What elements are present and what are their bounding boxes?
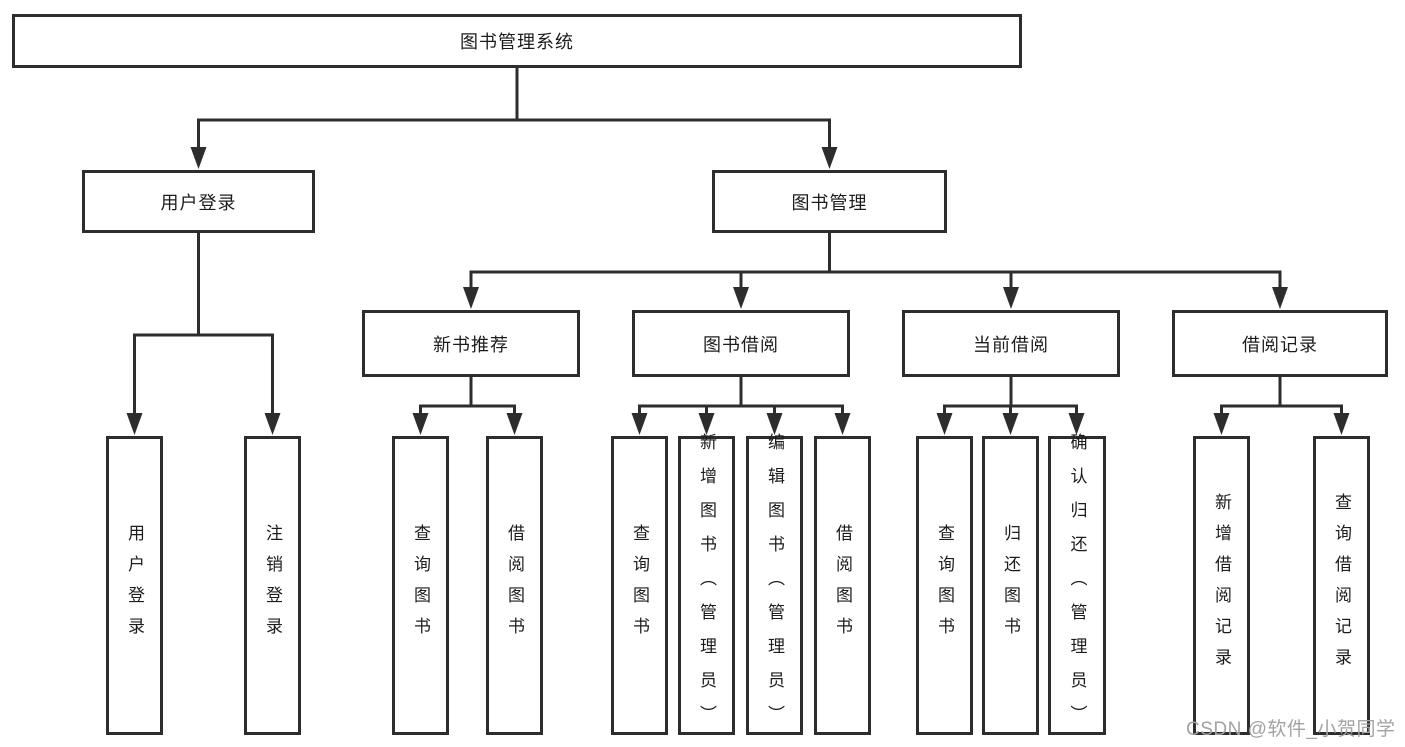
leaf-query-books-2-label: 查询图书 [630, 523, 649, 648]
leaf-add-books-admin-label: 新增图书（管理员） [697, 432, 716, 739]
node-root-label: 图书管理系统 [460, 32, 574, 52]
leaf-user-login-label: 用户登录 [125, 523, 144, 648]
leaf-borrow-books-1-label: 借阅图书 [505, 523, 524, 648]
node-new-book-recommend-label: 新书推荐 [433, 334, 509, 355]
leaf-query-books-2: 查询图书 [611, 436, 668, 735]
node-book-management: 图书管理 [712, 170, 947, 233]
leaf-query-books-1: 查询图书 [392, 436, 449, 735]
node-current-borrow: 当前借阅 [902, 310, 1120, 377]
node-user-login: 用户登录 [82, 170, 315, 233]
arrowhead-group [126, 147, 1350, 435]
leaf-edit-books-admin: 编辑图书（管理员） [746, 433, 803, 739]
leaf-add-borrow-record: 新增借阅记录 [1193, 436, 1250, 735]
leaf-user-login: 用户登录 [106, 436, 163, 735]
node-book-management-label: 图书管理 [791, 192, 868, 213]
node-book-borrow: 图书借阅 [632, 310, 850, 377]
node-root-library-system: 图书管理系统 [12, 14, 1022, 68]
leaf-add-books-admin: 新增图书（管理员） [678, 433, 735, 739]
leaf-borrow-books-2: 借阅图书 [814, 436, 871, 735]
leaf-borrow-books-2-label: 借阅图书 [833, 523, 852, 648]
node-current-borrow-label: 当前借阅 [973, 334, 1049, 355]
leaf-query-borrow-record-label: 查询借阅记录 [1332, 492, 1351, 679]
leaf-return-books-label: 归还图书 [1001, 523, 1020, 648]
leaf-logout: 注销登录 [244, 436, 301, 735]
leaf-add-borrow-record-label: 新增借阅记录 [1212, 492, 1231, 679]
leaf-query-books-1-label: 查询图书 [411, 523, 430, 648]
node-user-login-label: 用户登录 [160, 192, 237, 213]
node-new-book-recommend: 新书推荐 [362, 310, 580, 377]
node-book-borrow-label: 图书借阅 [703, 334, 779, 355]
node-borrow-records: 借阅记录 [1172, 310, 1388, 377]
node-borrow-records-label: 借阅记录 [1242, 334, 1318, 355]
leaf-edit-books-admin-label: 编辑图书（管理员） [765, 432, 784, 739]
leaf-query-books-3: 查询图书 [916, 436, 973, 735]
leaf-logout-label: 注销登录 [263, 523, 282, 648]
leaf-query-books-3-label: 查询图书 [935, 523, 954, 648]
leaf-confirm-return-admin-label: 确认归还（管理员） [1067, 432, 1087, 739]
leaf-return-books: 归还图书 [982, 436, 1039, 735]
leaf-borrow-books-1: 借阅图书 [486, 436, 543, 735]
leaf-query-borrow-record: 查询借阅记录 [1313, 436, 1370, 735]
leaf-confirm-return-admin: 确认归还（管理员） [1048, 433, 1106, 739]
